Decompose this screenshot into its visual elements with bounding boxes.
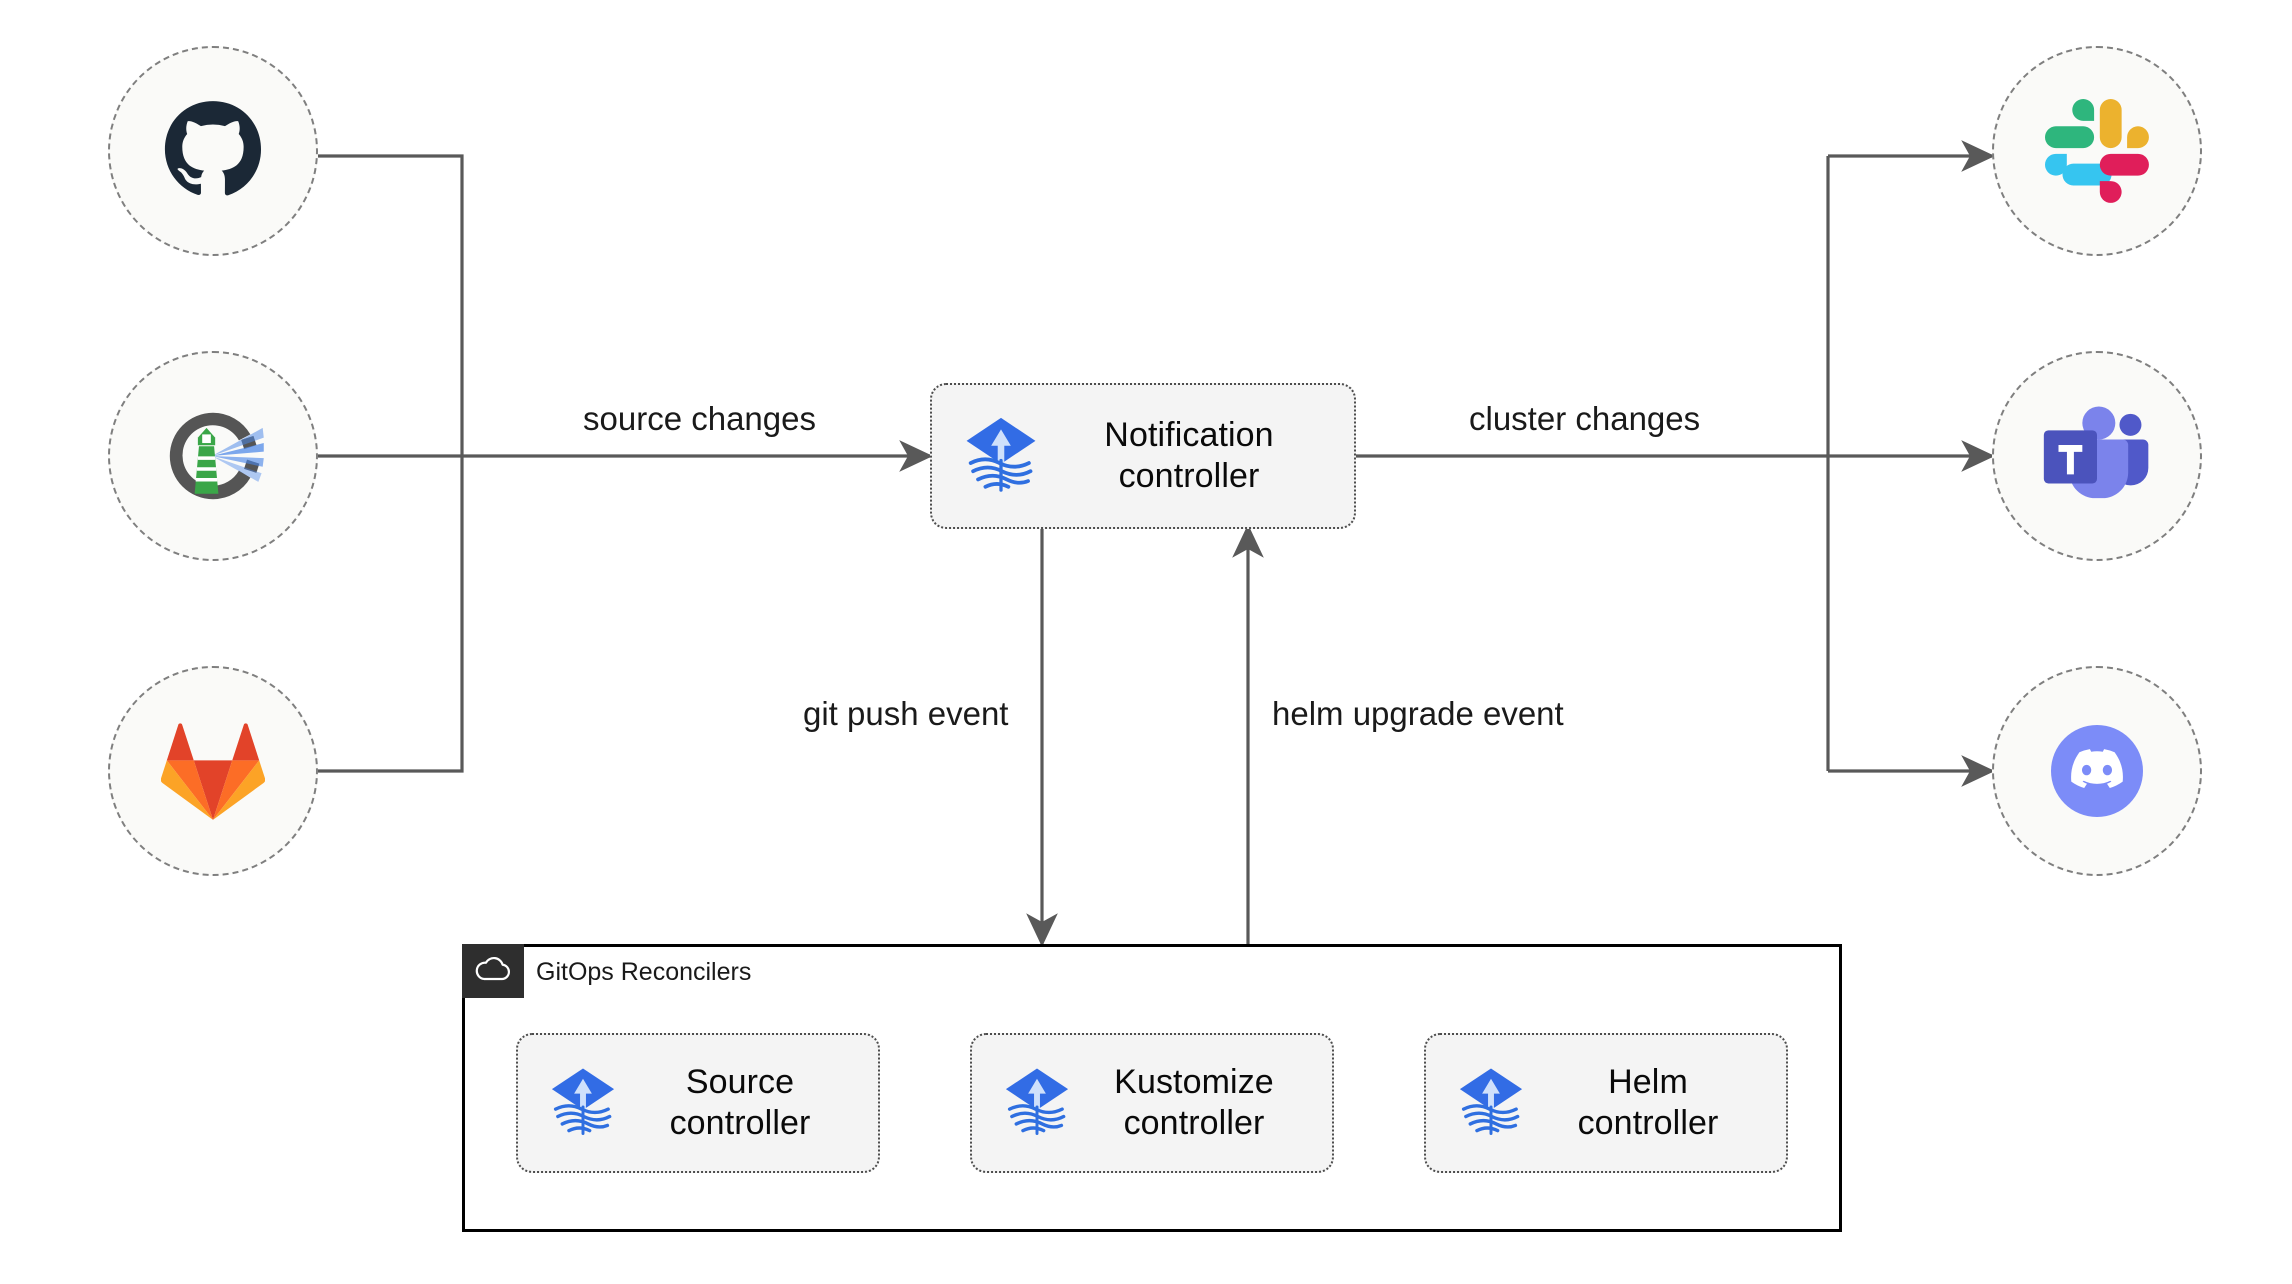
node-kustomize-controller[interactable]: Kustomize controller — [970, 1033, 1334, 1173]
discord-icon — [2042, 716, 2152, 826]
source-endpoint-gitlab[interactable] — [108, 666, 318, 876]
edge-github-trunk — [318, 154, 464, 456]
gitlab-icon — [161, 719, 265, 823]
node-label: Helm controller — [1577, 1062, 1719, 1142]
node-label: Kustomize controller — [1114, 1062, 1274, 1142]
container-title: GitOps Reconcilers — [536, 958, 752, 986]
node-source-controller[interactable]: Source controller — [516, 1033, 880, 1173]
node-label: Source controller — [669, 1062, 811, 1142]
source-endpoint-github[interactable] — [108, 46, 318, 256]
node-helm-controller[interactable]: Helm controller — [1424, 1033, 1788, 1173]
node-label: Notification controller — [1104, 415, 1274, 495]
cloud-icon — [474, 955, 512, 988]
target-endpoint-discord[interactable] — [1992, 666, 2202, 876]
node-notification-controller[interactable]: Notification controller — [930, 383, 1356, 529]
target-endpoint-teams[interactable] — [1992, 351, 2202, 561]
flux-logo-icon — [1000, 1064, 1074, 1143]
edge-label-git-push-event: git push event — [803, 695, 1009, 732]
microsoft-teams-icon — [2042, 404, 2152, 508]
flux-logo-icon — [960, 413, 1042, 500]
container-icon-tab — [462, 944, 524, 998]
edge-gitlab-trunk — [318, 456, 464, 773]
flux-logo-icon — [546, 1064, 620, 1143]
edge-label-cluster-changes: cluster changes — [1469, 400, 1701, 437]
github-icon — [161, 99, 265, 203]
target-endpoint-slack[interactable] — [1992, 46, 2202, 256]
edge-label-helm-upgrade-event: helm upgrade event — [1272, 695, 1564, 732]
flux-logo-icon — [1454, 1064, 1528, 1143]
edge-label-source-changes: source changes — [583, 400, 816, 437]
slack-icon — [2045, 99, 2149, 203]
source-endpoint-gitea[interactable] — [108, 351, 318, 561]
gitea-icon — [159, 402, 267, 510]
